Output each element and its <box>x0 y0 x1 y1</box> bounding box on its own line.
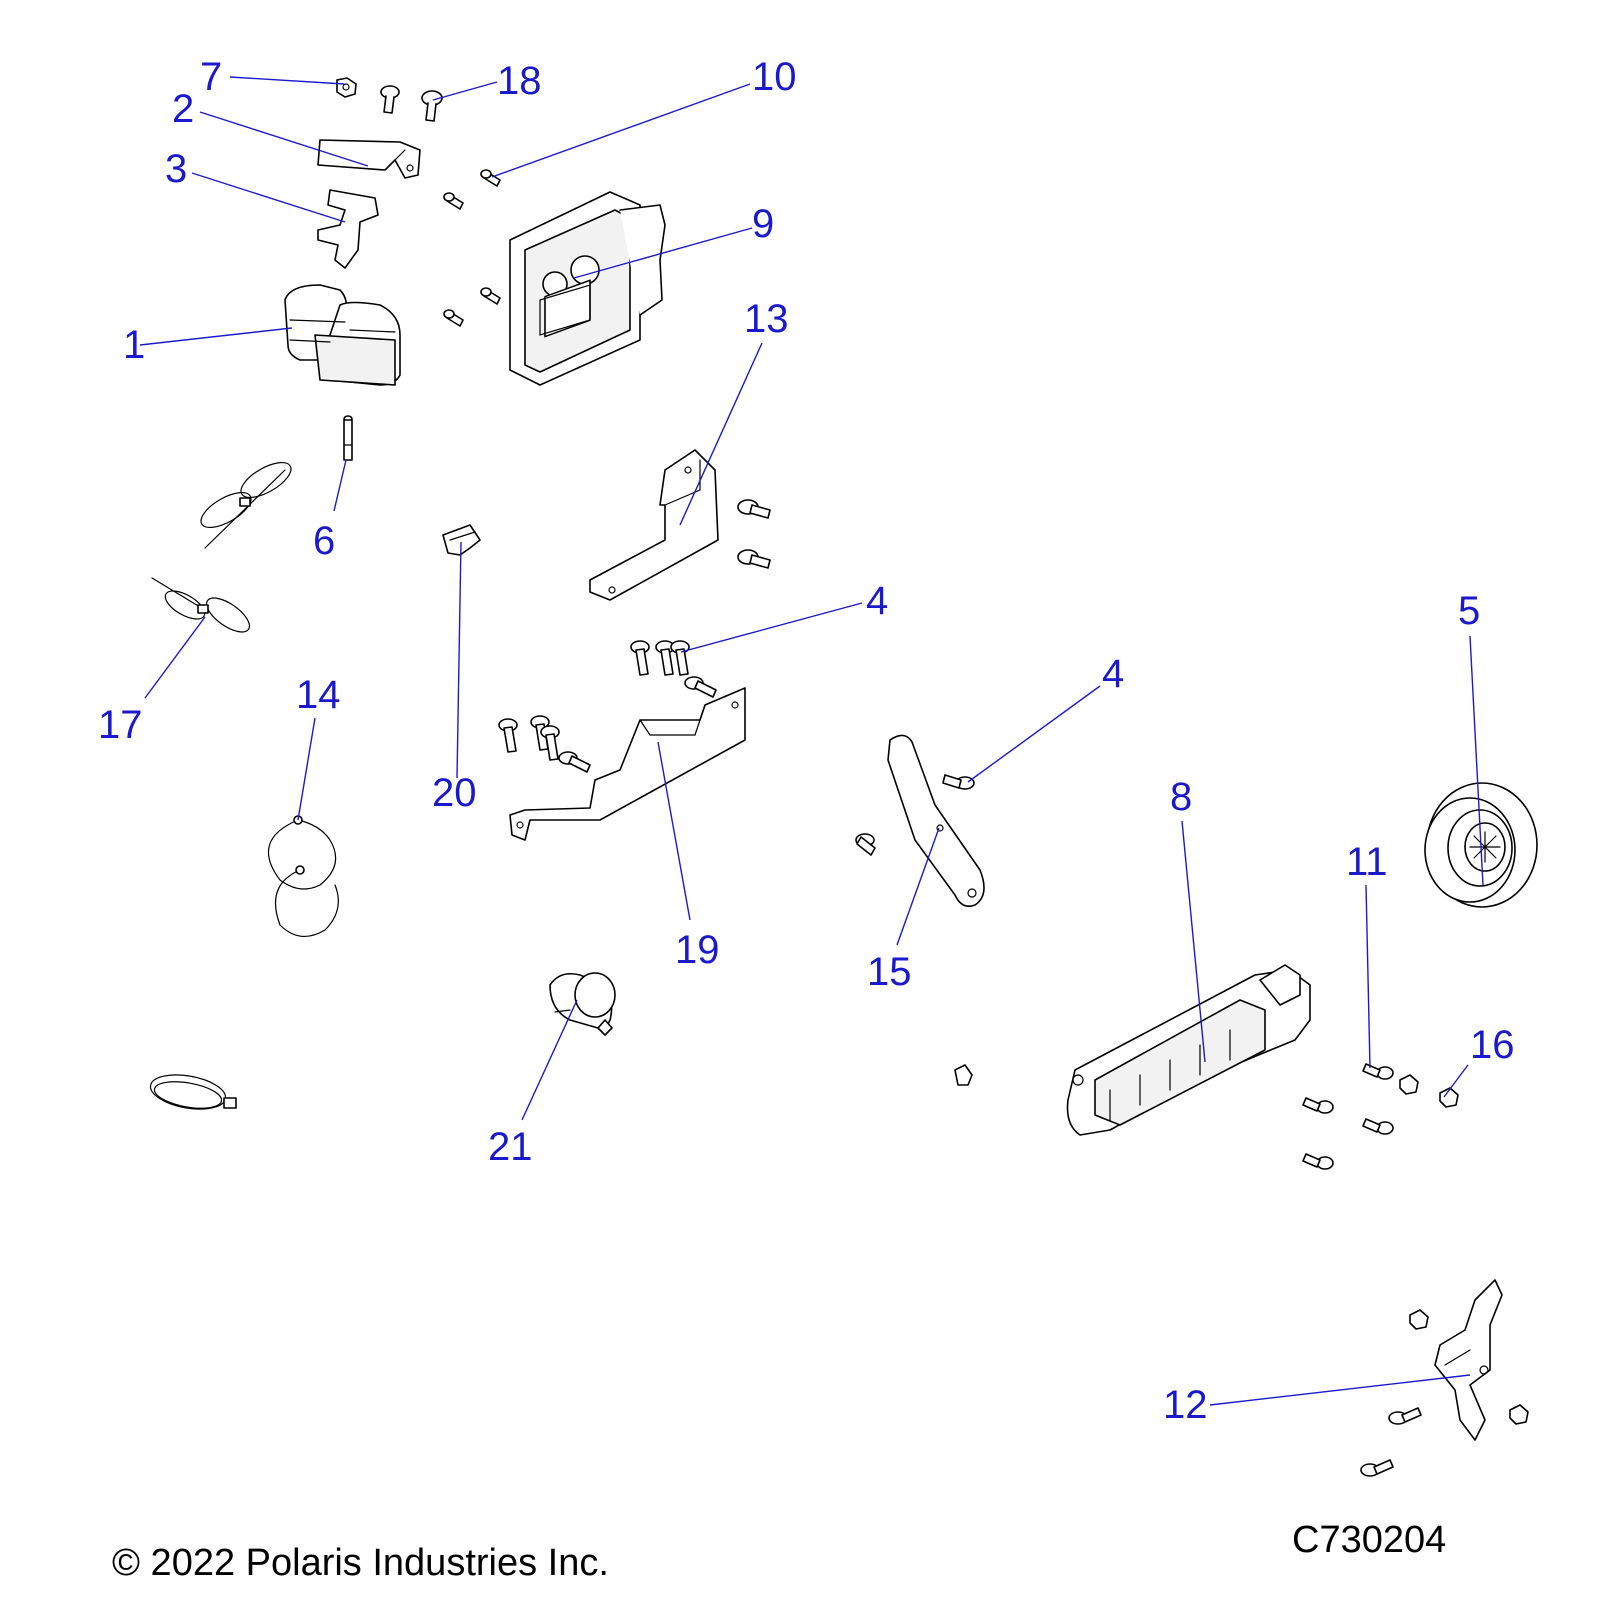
bracket-19 <box>509 687 746 841</box>
clip-20 <box>442 524 481 556</box>
cable-tie-lower <box>149 1074 237 1110</box>
copyright-text: © 2022 Polaris Industries Inc. <box>112 1542 609 1584</box>
callout-13: 13 <box>744 297 789 341</box>
callout-12: 12 <box>1163 1383 1208 1427</box>
bracket-12 <box>1434 1279 1503 1441</box>
leader-lines <box>139 76 1484 1406</box>
grommet-5 <box>1424 782 1538 908</box>
bolts-13 <box>737 499 771 569</box>
cable-tie-17 <box>151 577 251 633</box>
callout-2: 2 <box>172 87 194 131</box>
callout-14: 14 <box>296 673 341 717</box>
callout-20: 20 <box>432 771 477 815</box>
callout-3: 3 <box>165 147 187 191</box>
bolt-6 <box>343 415 353 461</box>
callout-15: 15 <box>867 950 912 994</box>
bracket-15 <box>887 734 985 908</box>
screw-18 <box>380 85 443 122</box>
callout-6: 6 <box>313 519 335 563</box>
callout-11: 11 <box>1346 840 1388 884</box>
cable-tie-14 <box>267 815 339 937</box>
ignition-coil <box>284 284 401 386</box>
bolts-15 <box>855 774 975 856</box>
callouts: 1 2 3 4 4 5 6 7 8 9 10 11 12 13 14 15 16… <box>98 55 1515 1427</box>
screws-11 <box>1302 1063 1394 1170</box>
callout-16: 16 <box>1470 1023 1515 1067</box>
bolts-4-upper <box>498 640 717 773</box>
insulator-pad <box>317 189 379 269</box>
callout-18: 18 <box>497 59 542 103</box>
callout-8: 8 <box>1170 775 1192 819</box>
ecu-module <box>509 191 666 386</box>
callout-19: 19 <box>675 928 720 972</box>
sensor-21 <box>549 972 616 1036</box>
fuse-relay-box <box>1066 964 1311 1136</box>
bracket-13 <box>589 449 719 601</box>
cable-tie-upper <box>200 461 292 549</box>
hardware-12 <box>1360 1309 1529 1477</box>
callout-1: 1 <box>123 323 145 367</box>
clip-small <box>954 1064 973 1086</box>
callout-4b: 4 <box>1102 652 1124 696</box>
callout-5: 5 <box>1458 589 1480 633</box>
callout-21: 21 <box>488 1125 533 1169</box>
callout-7: 7 <box>200 55 222 99</box>
callout-9: 9 <box>752 202 774 246</box>
callout-4a: 4 <box>866 579 888 623</box>
callout-10: 10 <box>752 55 797 99</box>
callout-17: 17 <box>98 703 143 747</box>
nut-7 <box>336 77 357 98</box>
diagram-code: C730204 <box>1292 1519 1446 1561</box>
coil-bracket <box>317 139 421 179</box>
screw-10 <box>443 169 501 327</box>
